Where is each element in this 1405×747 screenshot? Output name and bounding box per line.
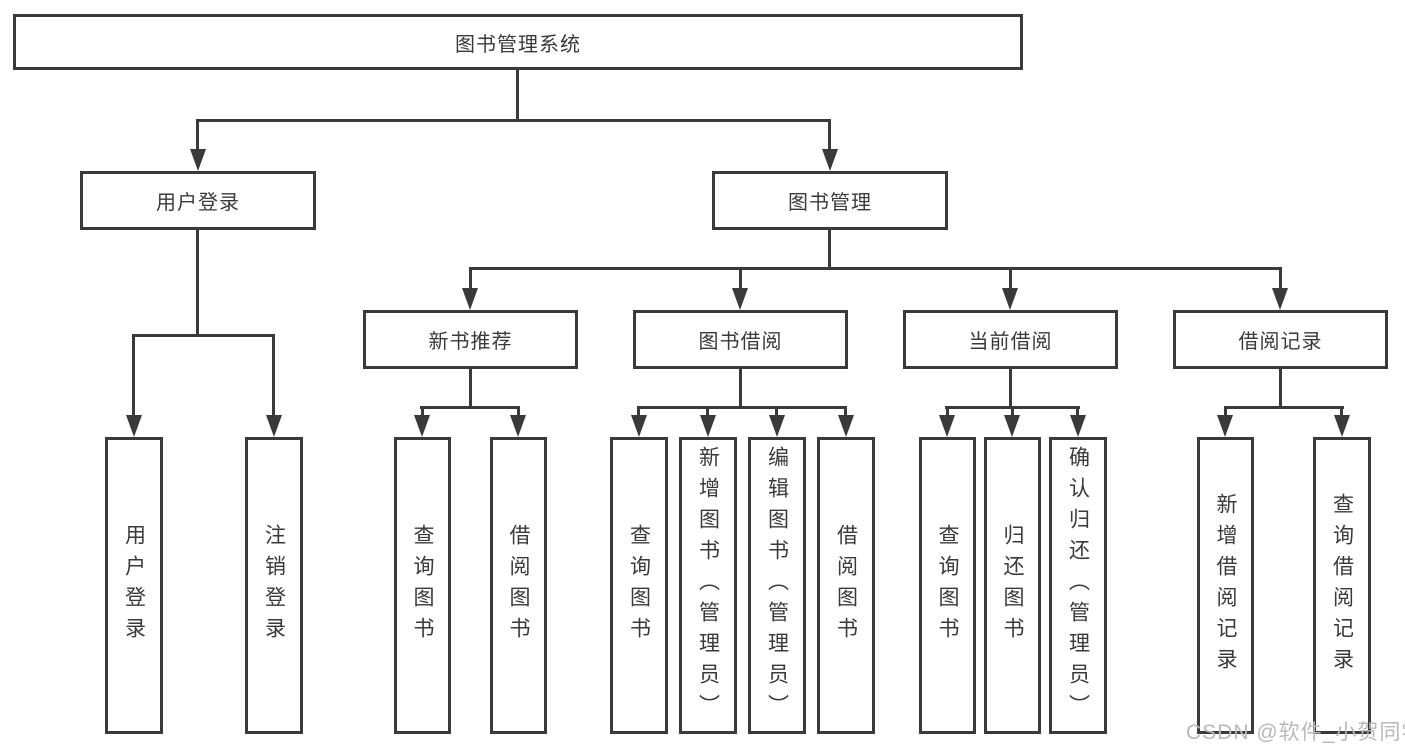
node-label: 图书管理系统 xyxy=(455,33,581,56)
node-library-system: 图书管理系统 xyxy=(13,14,1023,70)
leaf-label: 查询图书 xyxy=(936,523,959,648)
connector-line xyxy=(421,406,424,418)
arrow-down-icon xyxy=(1272,288,1288,310)
connector-line xyxy=(469,367,472,408)
arrow-down-icon xyxy=(1217,415,1233,437)
leaf-bb-query-books: 查询图书 xyxy=(610,437,668,734)
leaf-label: 注销登录 xyxy=(262,523,286,648)
leaf-nb-borrow-books: 借阅图书 xyxy=(490,437,547,734)
leaf-cb-return-books: 归还图书 xyxy=(984,437,1041,734)
node-label: 借阅记录 xyxy=(1238,331,1323,353)
node-user-login-group: 用户登录 xyxy=(80,171,316,230)
leaf-cb-confirm-return-admin: 确认归还（管理员） xyxy=(1049,437,1107,734)
connector-line xyxy=(637,406,640,418)
arrow-down-icon xyxy=(462,288,478,310)
node-label: 当前借阅 xyxy=(968,331,1053,353)
leaf-label: 借阅图书 xyxy=(507,523,530,648)
connector-line xyxy=(469,267,1282,270)
arrow-down-icon xyxy=(1004,415,1020,437)
connector-line xyxy=(196,119,199,151)
arrow-down-icon xyxy=(939,415,955,437)
connector-line xyxy=(775,406,778,418)
connector-line xyxy=(420,406,519,409)
connector-line xyxy=(1009,267,1012,291)
leaf-br-add-record: 新增借阅记录 xyxy=(1197,437,1254,734)
connector-line xyxy=(1009,367,1012,408)
connector-line xyxy=(946,406,949,418)
node-book-management: 图书管理 xyxy=(712,171,948,230)
leaf-label: 编辑图书（管理员） xyxy=(765,446,789,725)
arrow-down-icon xyxy=(1070,415,1086,437)
leaf-logout: 注销登录 xyxy=(245,437,303,734)
connector-line xyxy=(1076,406,1079,418)
connector-line xyxy=(706,406,709,418)
arrow-down-icon xyxy=(700,415,716,437)
connector-line xyxy=(739,367,742,408)
connector-line xyxy=(1224,406,1227,418)
connector-line xyxy=(828,228,831,270)
leaf-bb-borrow-books: 借阅图书 xyxy=(817,437,875,734)
arrow-down-icon xyxy=(1002,288,1018,310)
connector-line xyxy=(132,334,275,337)
connector-line xyxy=(516,68,519,121)
node-new-book-recommend: 新书推荐 xyxy=(363,310,578,369)
arrow-down-icon xyxy=(631,415,647,437)
arrow-down-icon xyxy=(414,415,430,437)
leaf-user-login: 用户登录 xyxy=(105,437,163,734)
connector-line xyxy=(637,406,846,409)
leaf-label: 归还图书 xyxy=(1001,523,1024,648)
node-label: 新书推荐 xyxy=(428,331,513,353)
node-label: 图书管理 xyxy=(788,192,872,214)
node-label: 图书借阅 xyxy=(698,331,783,353)
connector-line xyxy=(272,334,275,417)
leaf-label: 查询图书 xyxy=(627,523,651,648)
leaf-label: 新增图书（管理员） xyxy=(696,446,720,725)
leaf-nb-query-books: 查询图书 xyxy=(394,437,451,734)
arrow-down-icon xyxy=(266,415,282,437)
arrow-down-icon xyxy=(732,288,748,310)
connector-line xyxy=(132,334,135,417)
arrow-down-icon xyxy=(126,415,142,437)
leaf-label: 新增借阅记录 xyxy=(1214,492,1237,679)
connector-line xyxy=(844,406,847,418)
connector-line xyxy=(196,119,831,122)
arrow-down-icon xyxy=(822,149,838,171)
leaf-bb-edit-books-admin: 编辑图书（管理员） xyxy=(748,437,806,734)
connector-line xyxy=(196,228,199,337)
arrow-down-icon xyxy=(1334,415,1350,437)
leaf-label: 确认归还（管理员） xyxy=(1066,446,1090,725)
connector-line xyxy=(1279,367,1282,408)
leaf-br-query-record: 查询借阅记录 xyxy=(1313,437,1371,734)
connector-line xyxy=(1224,406,1344,409)
connector-line xyxy=(828,119,831,151)
leaf-label: 查询图书 xyxy=(411,523,434,648)
connector-line xyxy=(469,267,472,291)
node-book-borrowing: 图书借阅 xyxy=(633,310,848,369)
arrow-down-icon xyxy=(838,415,854,437)
arrow-down-icon xyxy=(510,415,526,437)
arrow-down-icon xyxy=(190,149,206,171)
watermark: CSDN @软件_小贺同学 xyxy=(1186,721,1405,744)
node-current-borrowing: 当前借阅 xyxy=(903,310,1118,369)
leaf-label: 用户登录 xyxy=(122,523,146,648)
connector-line xyxy=(1340,406,1343,418)
connector-line xyxy=(517,406,520,418)
leaf-cb-query-books: 查询图书 xyxy=(919,437,976,734)
leaf-label: 查询借阅记录 xyxy=(1330,492,1354,679)
leaf-label: 借阅图书 xyxy=(834,523,858,648)
arrow-down-icon xyxy=(769,415,785,437)
connector-line xyxy=(1011,406,1014,418)
node-borrowing-records: 借阅记录 xyxy=(1173,310,1388,369)
node-label: 用户登录 xyxy=(156,192,240,214)
connector-line xyxy=(739,267,742,291)
leaf-bb-add-books-admin: 新增图书（管理员） xyxy=(679,437,737,734)
connector-line xyxy=(1279,267,1282,291)
